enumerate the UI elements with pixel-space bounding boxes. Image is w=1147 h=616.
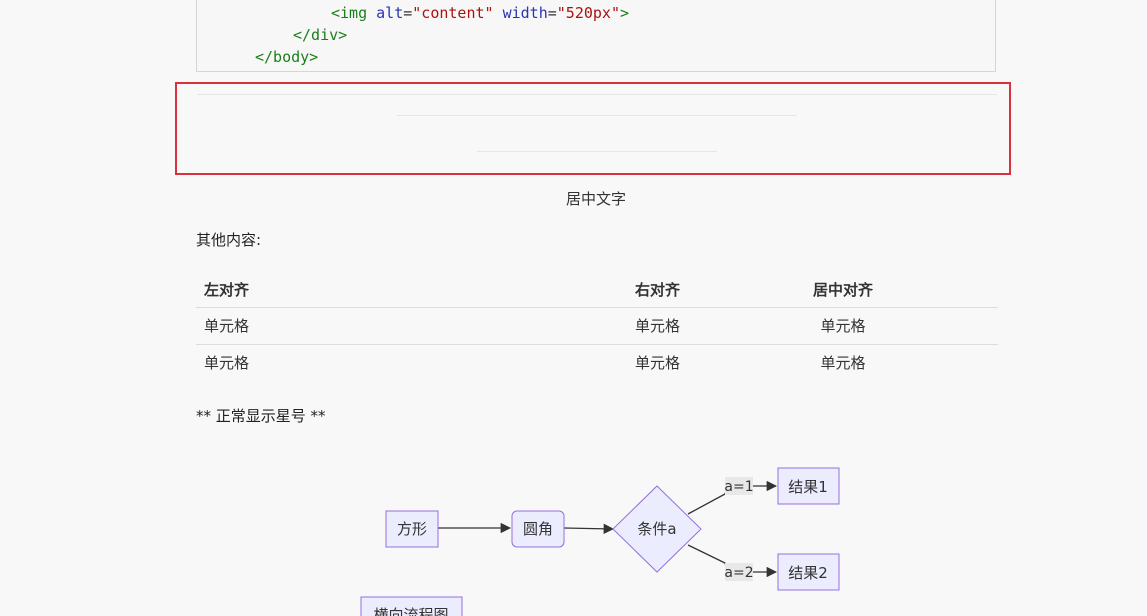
table-row: 单元格 单元格 单元格 [196,308,998,345]
alignment-table: 左对齐 右对齐 居中对齐 单元格 单元格 单元格 单元格 单元格 单元格 [196,272,998,382]
edge-label-background [725,563,753,581]
edge-label-a2: a=2 [724,565,753,581]
node-rounded-label: 圆角 [523,520,553,538]
selected-block-outline[interactable] [175,82,1011,175]
table-header-row: 左对齐 右对齐 居中对齐 [196,272,998,308]
code-token-close: > [620,4,630,22]
code-token-eq: = [547,4,557,22]
other-content-heading: 其他内容: [196,231,262,249]
divider [197,94,997,95]
node-square-label: 方形 [397,520,427,538]
edge-rounded-to-condition [563,523,615,535]
table-cell: 单元格 [820,354,866,372]
code-token-string: "520px" [556,4,620,22]
edge-condition-to-result2-a [687,544,729,573]
code-token-attr: alt [376,4,404,22]
node-condition-label: 条件a [637,520,676,538]
node-result2-label: 结果2 [788,564,828,582]
table-header-center: 居中对齐 [812,281,873,299]
node-square[interactable] [385,510,439,548]
table-cell: 单元格 [634,317,680,335]
centered-caption: 居中文字 [565,190,626,208]
asterisk-paragraph: ** 正常显示星号 ** [196,407,326,425]
edge-label-background [725,477,753,495]
table-cell: 单元格 [204,354,250,372]
code-token-string: "content" [412,4,494,22]
code-line-body-close: </body> [255,48,319,66]
table-header-left: 左对齐 [204,281,250,299]
node-horizontal-label: 横向流程图 [373,606,448,616]
table-header-right: 右对齐 [634,281,680,299]
node-result1-label: 结果1 [788,478,828,496]
node-result2[interactable] [777,553,840,591]
node-condition-diamond[interactable] [612,485,702,573]
divider [477,151,717,152]
table-cell: 单元格 [634,354,680,372]
table-cell: 单元格 [204,317,250,335]
code-block: <img alt="content" width="520px"> </div>… [196,0,996,72]
table-row: 单元格 单元格 单元格 [196,345,998,382]
code-line-img: <img alt="content" width="520px"> [331,3,629,23]
code-token-attr: width [502,4,548,22]
code-token-tag: img [340,4,368,22]
node-rounded[interactable] [511,510,565,548]
code-token-eq: = [403,4,413,22]
divider [397,115,797,116]
node-result1[interactable] [777,467,840,505]
code-token-open: < [331,4,341,22]
node-horizontal-flowchart[interactable] [360,596,463,616]
code-line-div-close: </div> [293,26,348,44]
table-cell: 单元格 [820,317,866,335]
edge-label-a1: a=1 [724,479,753,495]
edge-condition-to-result1-a [687,485,729,515]
